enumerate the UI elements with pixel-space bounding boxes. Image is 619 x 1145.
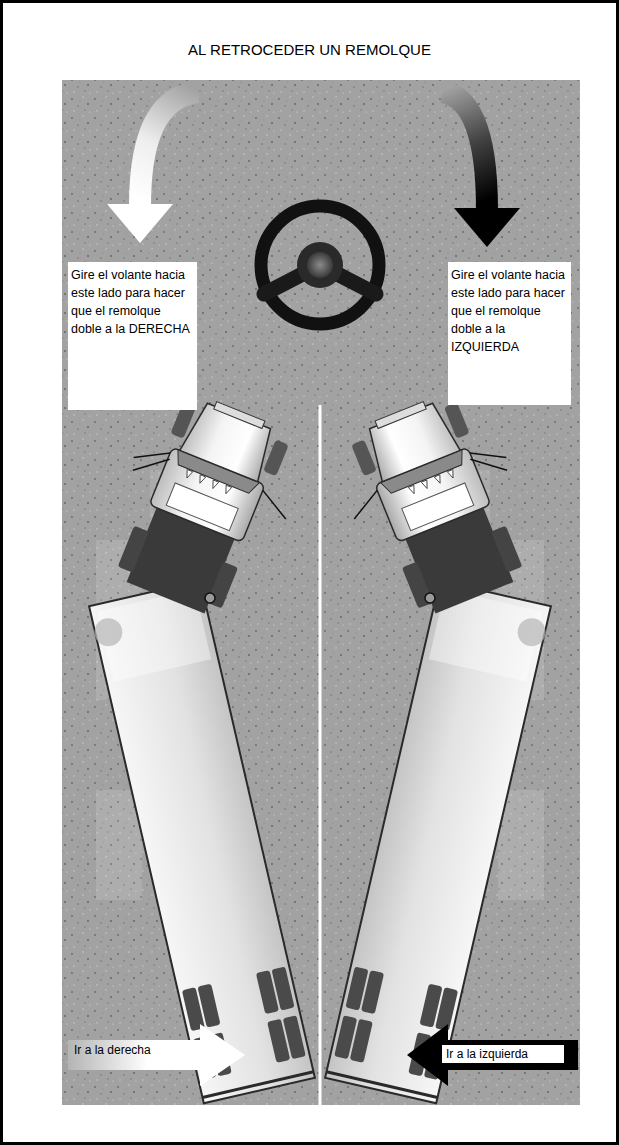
wheel-rim — [261, 206, 379, 324]
trailer-tire — [271, 966, 294, 1010]
instruction-box: Gire el volante hacia este lado para hac… — [448, 262, 571, 405]
arrow-outline — [407, 1024, 578, 1086]
mirror-arm — [129, 441, 292, 530]
curved-arrow-shaft — [140, 92, 198, 206]
direction-arrow: Ir a la izquierda — [406, 1022, 578, 1088]
steering-wheel — [261, 206, 379, 324]
tractor-hood — [180, 400, 278, 482]
tractor-tire — [118, 526, 149, 573]
arrow-outline — [68, 1024, 245, 1086]
tractor-tire — [263, 440, 289, 477]
hitch-point — [205, 593, 215, 603]
cab-light — [210, 480, 219, 490]
instruction-text: Gire el volante hacia este lado para hac… — [71, 266, 193, 338]
wheel-hub-center — [307, 252, 333, 278]
truck-trailer — [323, 381, 552, 1104]
trailer-bumper — [202, 1072, 313, 1098]
curved-arrow-head — [107, 204, 173, 243]
cab-roof — [166, 483, 238, 531]
instruction-text: Gire el volante hacia este lado para hac… — [451, 266, 567, 356]
curved-arrow-head — [454, 208, 520, 247]
trailer-tire — [283, 1015, 306, 1059]
grille — [214, 402, 265, 429]
truck-trailer — [88, 381, 317, 1104]
direction-arrow: Ir a la derecha — [68, 1022, 246, 1088]
trailer-body — [89, 581, 315, 1104]
arrow-label: Ir a la izquierda — [442, 1045, 564, 1063]
center-line — [319, 405, 322, 1105]
kingpin-plate — [92, 615, 126, 649]
cab-light — [197, 475, 206, 485]
trailer-tire — [197, 984, 220, 1028]
wheel-hub — [297, 242, 343, 288]
curved-arrow-shaft — [442, 92, 487, 210]
arrow-label: Ir a la derecha — [74, 1042, 151, 1058]
diagram-title: AL RETROCEDER UN REMOLQUE — [0, 41, 619, 58]
cab-light — [184, 469, 193, 479]
cab-light — [223, 485, 232, 495]
tractor — [90, 381, 317, 629]
instruction-box: Gire el volante hacia este lado para hac… — [68, 262, 197, 410]
road-surface — [62, 80, 580, 1105]
